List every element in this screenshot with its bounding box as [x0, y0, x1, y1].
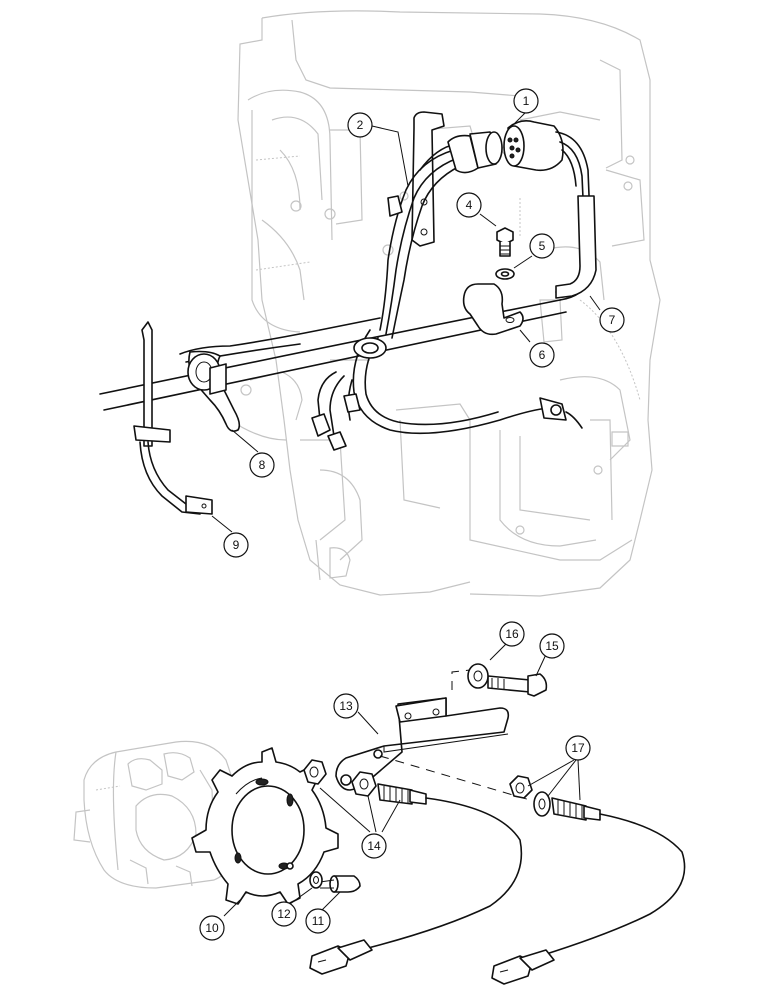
sensor-washer-17	[533, 791, 551, 817]
bracket-washer	[467, 663, 489, 689]
sensor-nut-left	[303, 759, 327, 785]
callout-3: 13	[333, 693, 359, 719]
harness-clip	[187, 350, 241, 432]
callout-6: 6	[529, 342, 555, 368]
callout-14: 14	[361, 833, 387, 859]
speed-sensor-right	[491, 797, 686, 985]
callout-11: 11	[305, 908, 331, 934]
svg-text:6: 6	[539, 348, 546, 362]
sensor-bracket	[335, 697, 510, 791]
cable-tie	[133, 321, 213, 515]
alignment-line	[379, 755, 531, 801]
callout-2: 2	[347, 112, 373, 138]
sensor-nut-17	[509, 775, 533, 799]
callout-9: 9	[223, 532, 249, 558]
callout-15: 15	[539, 633, 565, 659]
svg-text:4: 4	[466, 198, 473, 212]
svg-text:2: 2	[357, 118, 364, 132]
sensor-nut-right	[351, 771, 377, 797]
svg-text:1: 1	[523, 94, 530, 108]
leader-lines-top	[211, 111, 601, 533]
callout-17: 17	[565, 735, 591, 761]
bracket-bolt	[487, 673, 548, 697]
speed-sensor-left	[309, 783, 523, 975]
harness-bracket	[411, 111, 445, 247]
svg-text:15: 15	[545, 639, 559, 653]
callout-4: 4	[456, 192, 482, 218]
svg-text:8: 8	[259, 458, 266, 472]
svg-text:11: 11	[312, 914, 325, 928]
washer	[495, 268, 515, 280]
callout-16: 16	[499, 621, 525, 647]
callout-12: 12	[271, 901, 297, 927]
svg-text:17: 17	[571, 741, 585, 755]
svg-text:16: 16	[505, 627, 519, 641]
alignment-line-upper	[451, 669, 471, 690]
callout-7: 7	[599, 307, 625, 333]
callout-10: 10	[199, 915, 225, 941]
p-clip	[462, 283, 524, 336]
svg-text:14: 14	[367, 839, 381, 853]
svg-text:7: 7	[609, 313, 616, 327]
screw	[319, 875, 361, 893]
callout-8: 8	[249, 452, 275, 478]
harness-main-run	[99, 299, 583, 451]
svg-text:13: 13	[339, 699, 353, 713]
tone-wheel	[191, 747, 339, 905]
callout-1: 1	[513, 88, 539, 114]
svg-text:12: 12	[277, 907, 291, 921]
svg-text:5: 5	[539, 239, 546, 253]
bolt	[496, 227, 514, 257]
small-washer	[309, 871, 323, 889]
wiring-harness	[379, 120, 597, 339]
svg-text:10: 10	[205, 921, 219, 935]
callout-5: 5	[529, 233, 555, 259]
svg-text:9: 9	[233, 538, 240, 552]
